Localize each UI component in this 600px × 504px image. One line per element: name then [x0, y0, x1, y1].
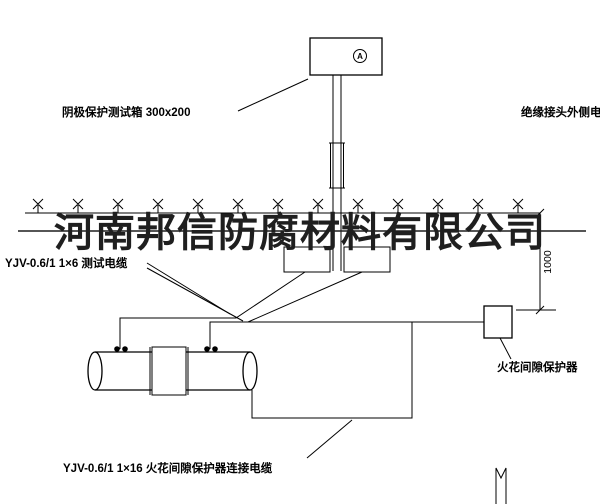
- meter-circle-icon: [353, 49, 367, 63]
- concrete-blocks: [283, 246, 391, 273]
- grade-line: [25, 198, 540, 214]
- cable-weld-dot: [212, 346, 218, 352]
- grade-hatch-marks: [32, 198, 524, 213]
- cable-weld-dot: [114, 346, 120, 352]
- insulating-joint: [151, 346, 187, 396]
- insulated-joint-cable-label: 绝缘接头外侧电缆: [521, 105, 600, 119]
- watermark-text: 河南邦信防腐材料有限公司: [54, 209, 546, 256]
- test-cable-label: YJV-0.6/1 1×6 测试电缆: [5, 256, 128, 270]
- test-cable-leader-1: [146, 262, 231, 315]
- test-box: A: [309, 37, 383, 76]
- pipe-right-end-cap: [242, 351, 258, 391]
- spark-gap-cable-leader: [306, 419, 353, 459]
- spark-gap-label: 火花间隙保护器: [497, 360, 578, 374]
- test-box-label: 阴极保护测试箱 300x200: [62, 105, 190, 119]
- dimension-1000-value: 1000: [542, 250, 554, 274]
- spark-gap-leader-line: [499, 337, 512, 360]
- test-box-leader-line: [237, 78, 309, 112]
- test-cable-leader-2: [146, 267, 244, 322]
- conduit-riser: [329, 75, 345, 271]
- section-marker-icon: [495, 467, 507, 504]
- pipe-left-end-cap: [87, 351, 103, 391]
- spark-gap-protector: [483, 305, 513, 339]
- test-cables: [119, 271, 363, 349]
- spark-gap-cable-label: YJV-0.6/1 1×16 火花间隙保护器连接电缆: [63, 461, 273, 475]
- pipe-with-insulating-joint: [87, 346, 258, 396]
- spark-gap-cable-run: [248, 321, 484, 419]
- cable-weld-dot: [204, 346, 210, 352]
- watermark: 河南邦信防腐材料有限公司: [18, 209, 586, 256]
- dimension-1000: 1000: [516, 208, 556, 315]
- cable-weld-dot: [122, 346, 128, 352]
- meter-symbol: A: [357, 52, 363, 61]
